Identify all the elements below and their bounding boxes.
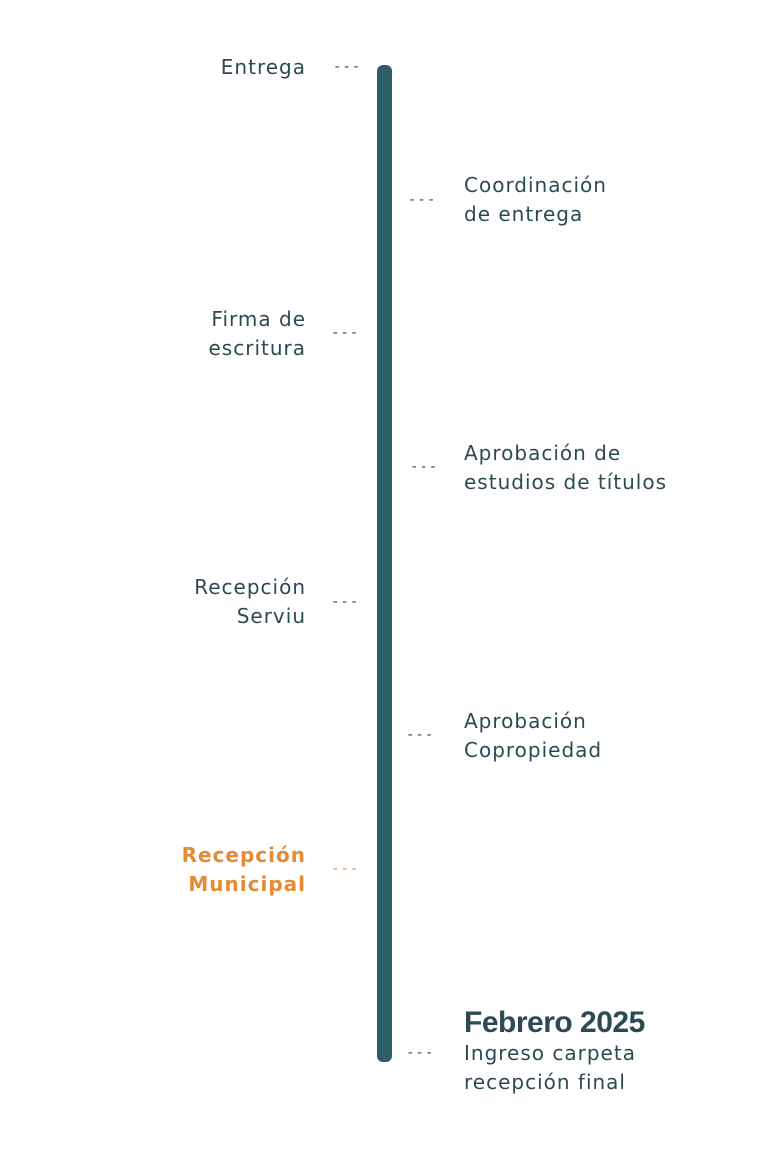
step-label: Aprobación de xyxy=(464,441,622,465)
step-label: Ingreso carpeta xyxy=(464,1041,636,1065)
connector-coordinacion: --- xyxy=(408,192,437,208)
step-label: Aprobación xyxy=(464,709,587,733)
step-label: de entrega xyxy=(464,202,584,226)
step-label: Entrega xyxy=(220,55,306,79)
step-firma-de-escritura: Firma de escritura xyxy=(209,305,307,363)
step-label: Copropiedad xyxy=(464,738,603,762)
step-label: Coordinación xyxy=(464,173,607,197)
connector-copropiedad: --- xyxy=(406,727,435,743)
connector-municipal: --- xyxy=(331,861,360,877)
step-date: Febrero 2025 xyxy=(464,1006,645,1039)
step-ingreso-carpeta-recepcion-final: Ingreso carpeta recepción final xyxy=(464,1039,636,1097)
connector-ingreso-carpeta: --- xyxy=(406,1045,435,1061)
connector-aprobacion-titulos: --- xyxy=(410,459,439,475)
step-label: Serviu xyxy=(236,604,306,628)
step-recepcion-municipal: Recepción Municipal xyxy=(182,841,306,899)
step-label: estudios de títulos xyxy=(464,470,667,494)
step-coordinacion-de-entrega: Coordinación de entrega xyxy=(464,171,607,229)
step-label: Municipal xyxy=(188,872,306,896)
step-label: recepción final xyxy=(464,1070,626,1094)
step-label: escritura xyxy=(208,336,306,360)
step-label: Recepción xyxy=(181,843,306,867)
step-aprobacion-estudios-de-titulos: Aprobación de estudios de títulos xyxy=(464,439,667,497)
step-label: Firma de xyxy=(211,307,306,331)
timeline-bar xyxy=(377,65,392,1062)
connector-firma: --- xyxy=(331,325,360,341)
step-aprobacion-copropiedad: Aprobación Copropiedad xyxy=(464,707,602,765)
step-recepcion-serviu: Recepción Serviu xyxy=(194,573,306,631)
step-label: Recepción xyxy=(194,575,306,599)
connector-entrega: --- xyxy=(333,59,362,75)
connector-serviu: --- xyxy=(331,594,360,610)
step-entrega: Entrega xyxy=(221,53,306,82)
